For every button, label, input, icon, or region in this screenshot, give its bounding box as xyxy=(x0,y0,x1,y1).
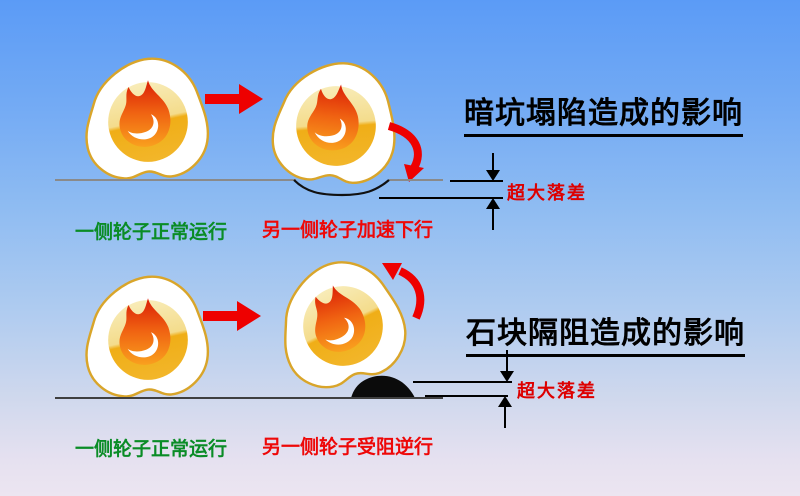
flame-white-swirl xyxy=(127,114,159,140)
flame-icon xyxy=(119,298,171,365)
gap-label-top: 超大落差 xyxy=(507,183,587,203)
red-right-arrow-icon xyxy=(203,301,261,331)
caption-dropping-wheel-top: 另一侧轮子加速下行 xyxy=(262,220,434,241)
flame-icon xyxy=(119,80,171,147)
section-title-bottom: 石块隔阻造成的影响 xyxy=(466,308,745,357)
ground-line-top-left xyxy=(55,179,296,181)
black-rock-obstacle xyxy=(351,375,415,398)
ground-line-bottom xyxy=(55,397,443,399)
wheel-dropping-top xyxy=(260,50,412,202)
flame-wheel-icon xyxy=(271,62,396,185)
caption-normal-wheel-top: 一侧轮子正常运行 xyxy=(75,222,228,243)
wheel-normal-bottom xyxy=(80,272,216,408)
flame-icon xyxy=(307,84,359,151)
wheel-normal-top xyxy=(80,54,216,190)
caption-normal-wheel-bottom: 一侧轮子正常运行 xyxy=(75,439,228,460)
gap-dimension-arrows xyxy=(379,153,503,230)
gap-label-bottom: 超大落差 xyxy=(517,381,597,401)
flame-white-swirl xyxy=(325,317,355,345)
pit-depression xyxy=(293,179,390,197)
ground-line-top-right xyxy=(389,179,443,181)
flame-wheel-icon xyxy=(85,57,210,180)
wheel-lifted-bottom xyxy=(261,244,426,409)
flame-white-swirl xyxy=(127,332,159,358)
flame-wheel-icon xyxy=(85,275,210,398)
red-curved-up-arrow-icon xyxy=(382,263,425,320)
red-curved-down-arrow-icon xyxy=(387,122,424,182)
flame-wheel-icon xyxy=(284,261,407,389)
section-title-top: 暗坑塌陷造成的影响 xyxy=(464,88,743,137)
flame-white-swirl xyxy=(314,118,346,143)
gap-dimension-arrows xyxy=(413,350,514,428)
red-right-arrow-icon xyxy=(205,84,263,114)
caption-blocked-wheel-bottom: 另一侧轮子受阻逆行 xyxy=(262,437,434,458)
